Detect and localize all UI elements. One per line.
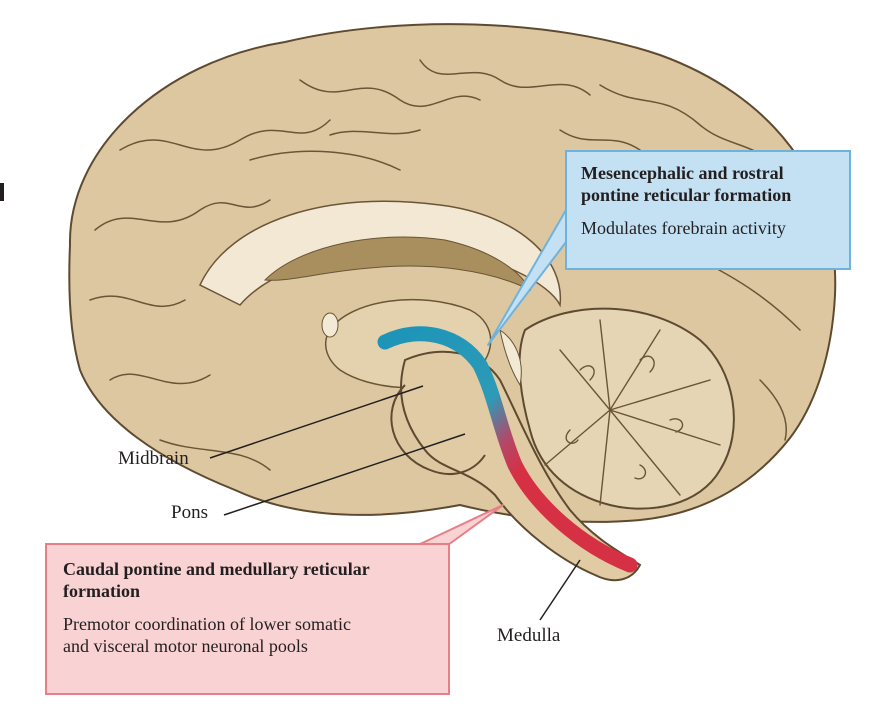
fourth-ventricle xyxy=(499,328,522,387)
rostral-callout-title: Mesencephalic and rostral pontine reticu… xyxy=(581,163,837,206)
caudal-desc-line1: Premotor coordination of lower somatic xyxy=(63,614,351,635)
reticular-formation xyxy=(377,326,638,573)
pons-label: Pons xyxy=(171,502,208,523)
medulla-label: Medulla xyxy=(497,625,561,646)
caudal-callout-pointer xyxy=(417,504,504,546)
caudal-title-line1: Caudal pontine and medullary reticular xyxy=(63,559,370,579)
midbrain-label: Midbrain xyxy=(118,448,189,469)
medulla-leader xyxy=(539,559,581,621)
rostral-callout-description: Modulates forebrain activity xyxy=(581,218,786,239)
caudal-callout-title: Caudal pontine and medullary reticular f… xyxy=(63,559,436,602)
edge-mark xyxy=(0,183,4,201)
rostral-reticular-callout: Mesencephalic and rostral pontine reticu… xyxy=(565,150,851,270)
rostral-title-line1: Mesencephalic and rostral xyxy=(581,163,784,183)
pons-bulge xyxy=(390,384,486,475)
mammillary-body xyxy=(321,312,339,338)
caudal-callout-description: Premotor coordination of lower somatic a… xyxy=(63,614,436,657)
caudal-desc-line2: and visceral motor neuronal pools xyxy=(63,635,308,656)
pons-leader xyxy=(223,433,466,516)
caudal-title-line2: formation xyxy=(63,580,140,601)
midbrain-leader xyxy=(209,385,424,459)
rostral-title-line2: pontine reticular formation xyxy=(581,184,792,205)
caudal-reticular-callout: Caudal pontine and medullary reticular f… xyxy=(45,543,450,695)
cerebellum xyxy=(518,307,735,510)
